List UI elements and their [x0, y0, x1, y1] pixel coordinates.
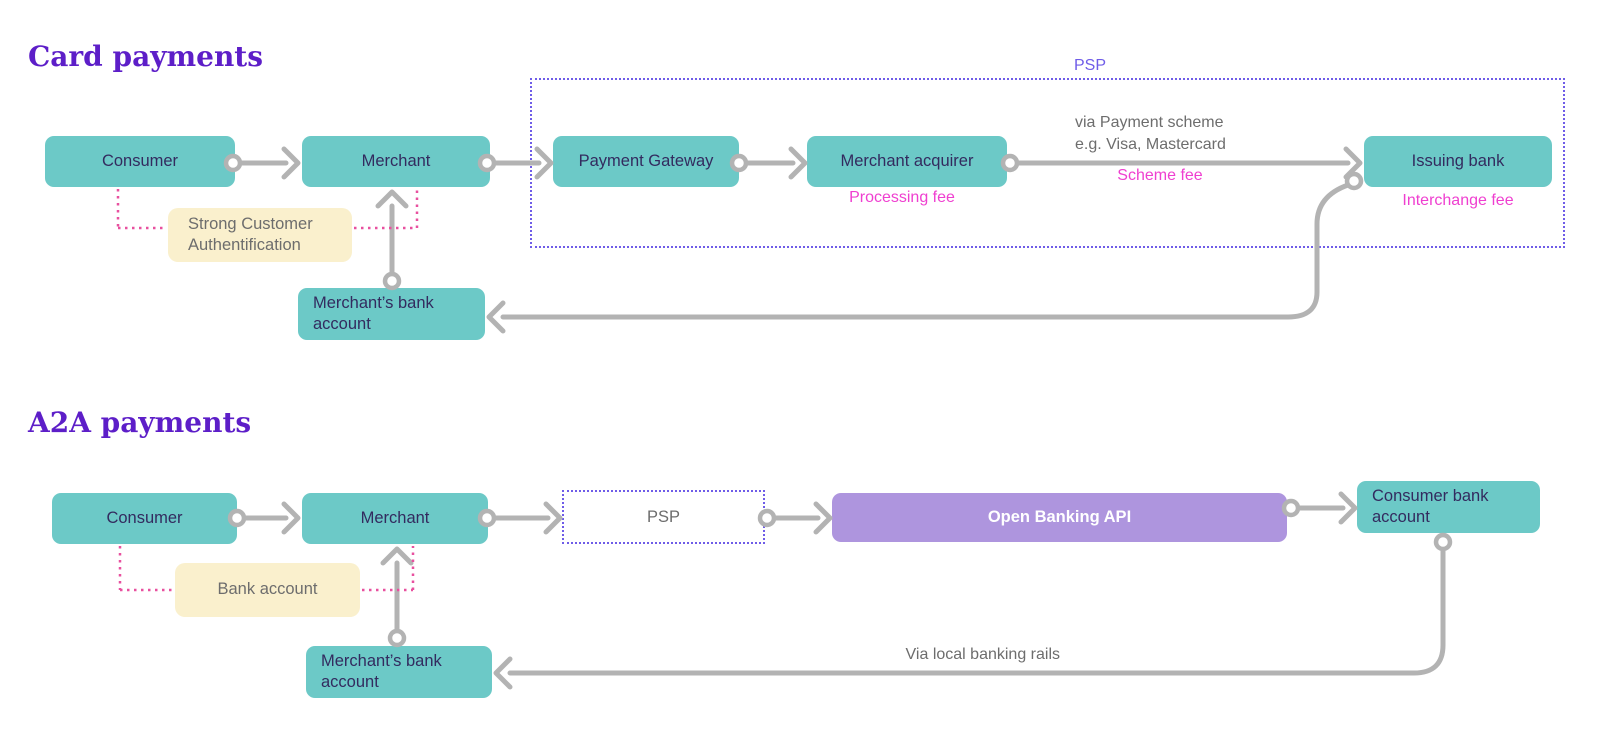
arrow-merchant-to-psp — [491, 501, 563, 535]
arrow-consumer-account-to-merchant-account — [493, 546, 1446, 690]
label-payment-scheme-note-line2: e.g. Visa, Mastercard — [1075, 135, 1226, 153]
node-issuing-bank: Issuing bank — [1364, 136, 1552, 187]
node-consumer-card: Consumer — [45, 136, 235, 187]
node-merchant-a2a: Merchant — [302, 493, 488, 544]
node-merchant-bank-account-a2a: Merchant’s bank account — [306, 646, 492, 698]
card-section-title: Card payments — [28, 40, 263, 73]
arrow-psp-to-open-banking — [771, 501, 833, 535]
a2a-section-title: A2A payments — [28, 406, 252, 439]
node-consumer-a2a: Consumer — [52, 493, 237, 544]
node-psp-a2a: PSP — [562, 490, 765, 544]
arrow-consumer-to-merchant-card — [237, 146, 301, 180]
arrow-merchant-account-to-merchant-a2a — [380, 546, 414, 634]
label-interchange-fee: Interchange fee — [1402, 192, 1514, 209]
card-psp-container-label: PSP — [1073, 57, 1106, 74]
node-payment-gateway: Payment Gateway — [553, 136, 739, 187]
node-consumer-bank-account: Consumer bank account — [1357, 481, 1540, 533]
note-strong-customer-auth: Strong Customer Authentification — [168, 208, 352, 262]
arrow-merchant-account-to-merchant-card — [375, 189, 409, 277]
label-scheme-fee: Scheme fee — [1117, 167, 1203, 184]
node-merchant-card: Merchant — [302, 136, 490, 187]
arrow-open-banking-to-consumer-account — [1295, 491, 1358, 525]
label-payment-scheme-note: via Payment scheme e.g. Visa, Mastercard — [1075, 112, 1226, 155]
label-processing-fee: Processing fee — [849, 189, 955, 206]
node-merchant-bank-account-card: Merchant’s bank account — [298, 288, 485, 340]
node-merchant-acquirer: Merchant acquirer — [807, 136, 1007, 187]
node-open-banking-api: Open Banking API — [832, 493, 1287, 542]
note-bank-account: Bank account — [175, 563, 360, 617]
label-local-banking-rails: Via local banking rails — [905, 646, 1060, 663]
label-payment-scheme-note-line1: via Payment scheme — [1075, 114, 1224, 131]
arrow-consumer-to-merchant-a2a — [241, 501, 301, 535]
